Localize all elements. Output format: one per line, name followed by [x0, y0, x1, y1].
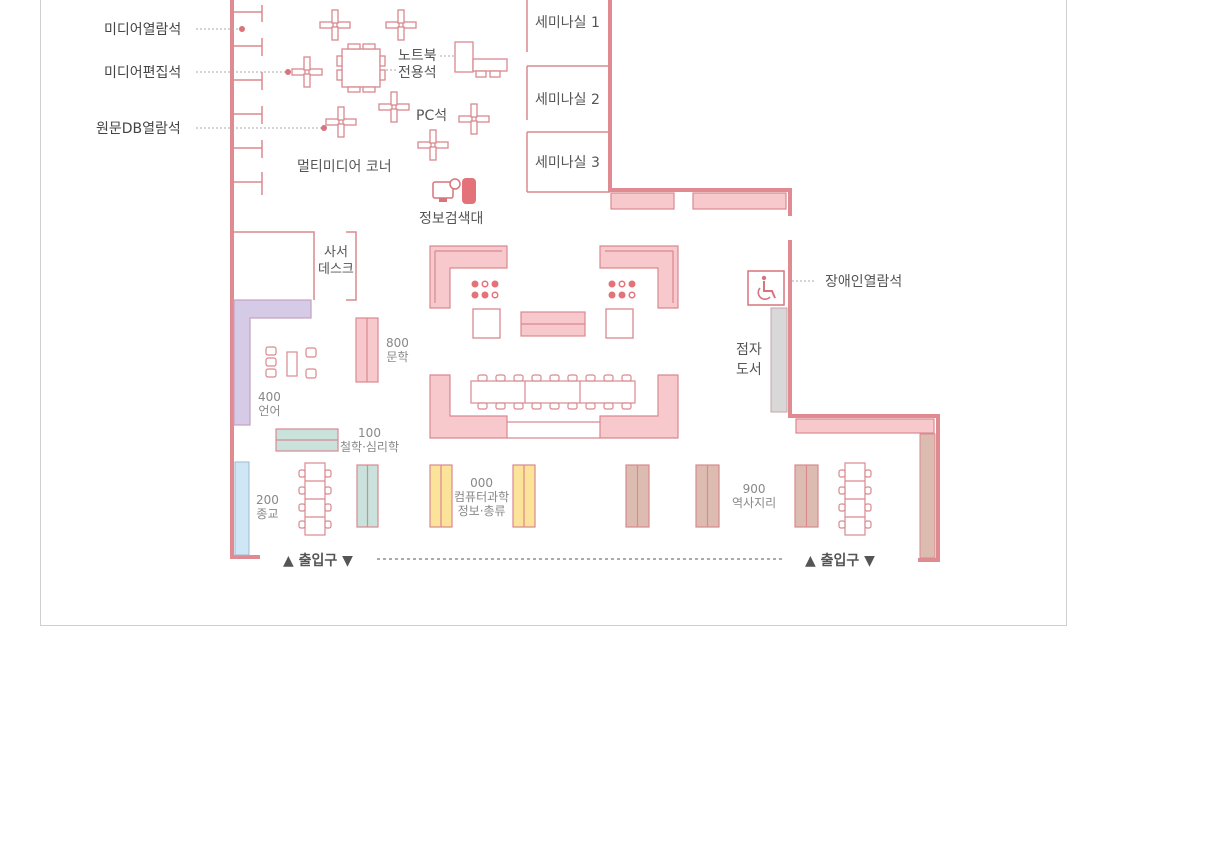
north-east-wall	[608, 0, 792, 216]
shelf-000-name2: 정보·총류	[457, 504, 506, 518]
seminar-room-1: 세미나실 1	[535, 15, 600, 31]
study-boxes	[472, 308, 634, 339]
info-search-label: 정보검색대	[419, 211, 484, 227]
study-seats-east	[838, 462, 872, 536]
media-carrels	[234, 5, 263, 195]
entrance-west: ▲ 출입구 ▼	[283, 553, 353, 569]
shelf-400-name: 언어	[258, 404, 281, 418]
shelf-200-num: 200	[256, 493, 279, 507]
round-seats-inner	[483, 282, 634, 297]
laptop-label-line2: 전용석	[398, 65, 437, 81]
shelf-900-num: 900	[742, 482, 766, 496]
shelf-400-num: 400	[258, 390, 281, 404]
laptop-label-line1: 노트북	[398, 48, 437, 64]
wheelchair-icon	[747, 270, 785, 306]
central-reading-area	[429, 245, 679, 439]
outer-walls	[230, 0, 940, 562]
shelf-400-furniture	[265, 346, 317, 379]
seminar-room-3: 세미나실 3	[535, 155, 600, 171]
braille-line1: 점자	[736, 342, 762, 358]
shelf-800-name: 문학	[386, 350, 409, 364]
round-seats	[471, 280, 636, 299]
pc-label: PC석	[416, 108, 448, 124]
db-view-label: 원문DB열람석	[96, 121, 181, 137]
shelf-900-label: 900 역사지리	[732, 482, 776, 510]
pc-station	[325, 106, 357, 138]
shelf-900	[625, 464, 819, 528]
laptop-table	[336, 43, 386, 93]
shelf-000-num: 000	[470, 476, 494, 490]
librarian-line1: 사서	[323, 245, 348, 260]
shelf-200-label: 200 종교	[256, 493, 279, 521]
west-wall	[230, 0, 260, 559]
shelf-800	[355, 317, 379, 383]
seminar-room-2: 세미나실 2	[535, 92, 600, 108]
entrance-east: ▲ 출입구 ▼	[805, 553, 875, 569]
pc-station	[291, 56, 323, 88]
media-view-label: 미디어열람석	[104, 22, 182, 38]
seminar-room-walls	[526, 0, 610, 193]
multimedia-corner-label: 멀티미디어 코너	[297, 159, 392, 175]
pc-station	[378, 91, 410, 123]
east-tan-shelf	[919, 433, 936, 559]
shelf-100-label: 100 철학·심리학	[340, 426, 399, 454]
disabled-seat-label: 장애인열람석	[825, 274, 903, 290]
pc-workstations	[291, 9, 490, 161]
shelf-000-label: 000 컴퓨터과학 정보·총류	[454, 476, 509, 518]
east-wall	[788, 240, 940, 562]
shelf-800-num: 800	[386, 336, 409, 350]
braille-line2: 도서	[736, 362, 762, 378]
shelf-200	[234, 461, 250, 556]
shelf-200-name: 종교	[256, 507, 279, 521]
librarian-desk	[232, 231, 357, 301]
shelf-800-label: 800 문학	[386, 336, 409, 364]
librarian-desk-label: 사서 데스크	[318, 244, 354, 278]
shelf-400-label: 400 언어	[258, 390, 281, 418]
pc-station	[385, 9, 417, 41]
shelf-000-name1: 컴퓨터과학	[454, 490, 510, 504]
pc-station	[319, 9, 351, 41]
window-strips	[610, 192, 787, 210]
shelf-000	[429, 464, 536, 528]
central-lines	[507, 421, 600, 439]
shelf-100-num: 100	[358, 426, 381, 440]
shelf-100-name: 철학·심리학	[340, 440, 400, 454]
laptop-desk	[454, 41, 508, 78]
librarian-line2: 데스크	[318, 262, 354, 277]
shelf-100	[275, 428, 339, 452]
shelf-400-l	[233, 299, 312, 426]
shelf-100-lower	[356, 464, 379, 528]
pc-station	[458, 103, 490, 135]
braille-books-label: 점자 도서	[736, 340, 762, 380]
study-seats-west	[298, 462, 332, 536]
braille-shelf	[770, 307, 788, 413]
info-search-desk	[432, 178, 476, 204]
east-strip	[795, 418, 935, 434]
map-frame	[40, 0, 1067, 626]
pc-station	[417, 129, 449, 161]
long-table	[470, 374, 636, 410]
media-edit-label: 미디어편집석	[104, 65, 182, 81]
laptop-label: 노트북 전용석	[398, 48, 437, 82]
shelf-900-name: 역사지리	[732, 496, 777, 510]
